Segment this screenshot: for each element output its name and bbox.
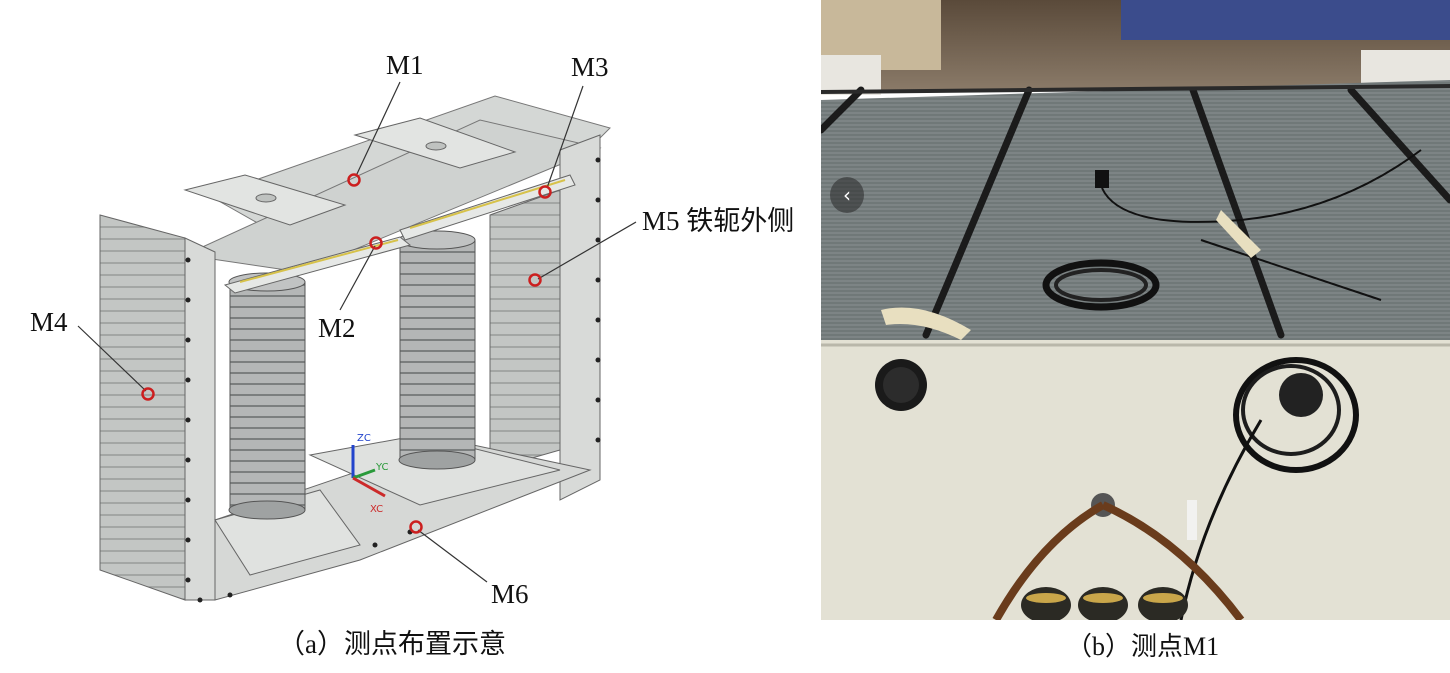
leader-m4 [77,325,147,392]
label-m2: M2 [318,313,356,343]
leader-m2 [339,245,376,311]
right-outer-limb [489,189,561,471]
marker-m1 [347,173,361,187]
axis-z-label: ZC [357,433,371,444]
marker-m2 [369,236,383,250]
core-surface [821,80,1450,345]
measurement-photo [821,0,1450,620]
photo-panel [821,0,1450,620]
marker-m3 [538,185,552,199]
leader-m3 [546,85,584,189]
caption-b: （b）测点M1 [1066,632,1220,661]
marker-m5 [528,273,542,287]
leader-m1 [355,81,401,177]
label-m1: M1 [386,50,424,80]
leader-m6 [417,529,488,583]
marker-m6 [409,520,423,534]
label-m6: M6 [491,579,529,609]
caption-a: （a）测点布置示意 [278,629,506,659]
coil-right [399,239,476,461]
label-m3: M3 [571,52,609,82]
bottom-plate [308,434,561,506]
transformer-core-drawing: ZC YC XC [77,81,637,603]
left-outer-limb [99,214,186,601]
marker-m4 [141,387,155,401]
label-m4: M4 [30,307,68,337]
axis-x-label: XC [370,504,383,515]
coil-left [229,281,306,511]
label-m5: M5 铁轭外侧 [642,206,795,236]
measurement-layout-panel: ZC YC XC M1 M3 M5 铁轭外侧 M4 M2 M6 （a）测点布置示… [30,50,795,659]
chevron-left-icon[interactable]: ‹ [830,177,864,213]
leader-m5 [537,221,637,280]
axis-y-label: YC [375,462,389,473]
right-frame-plate [559,134,601,501]
